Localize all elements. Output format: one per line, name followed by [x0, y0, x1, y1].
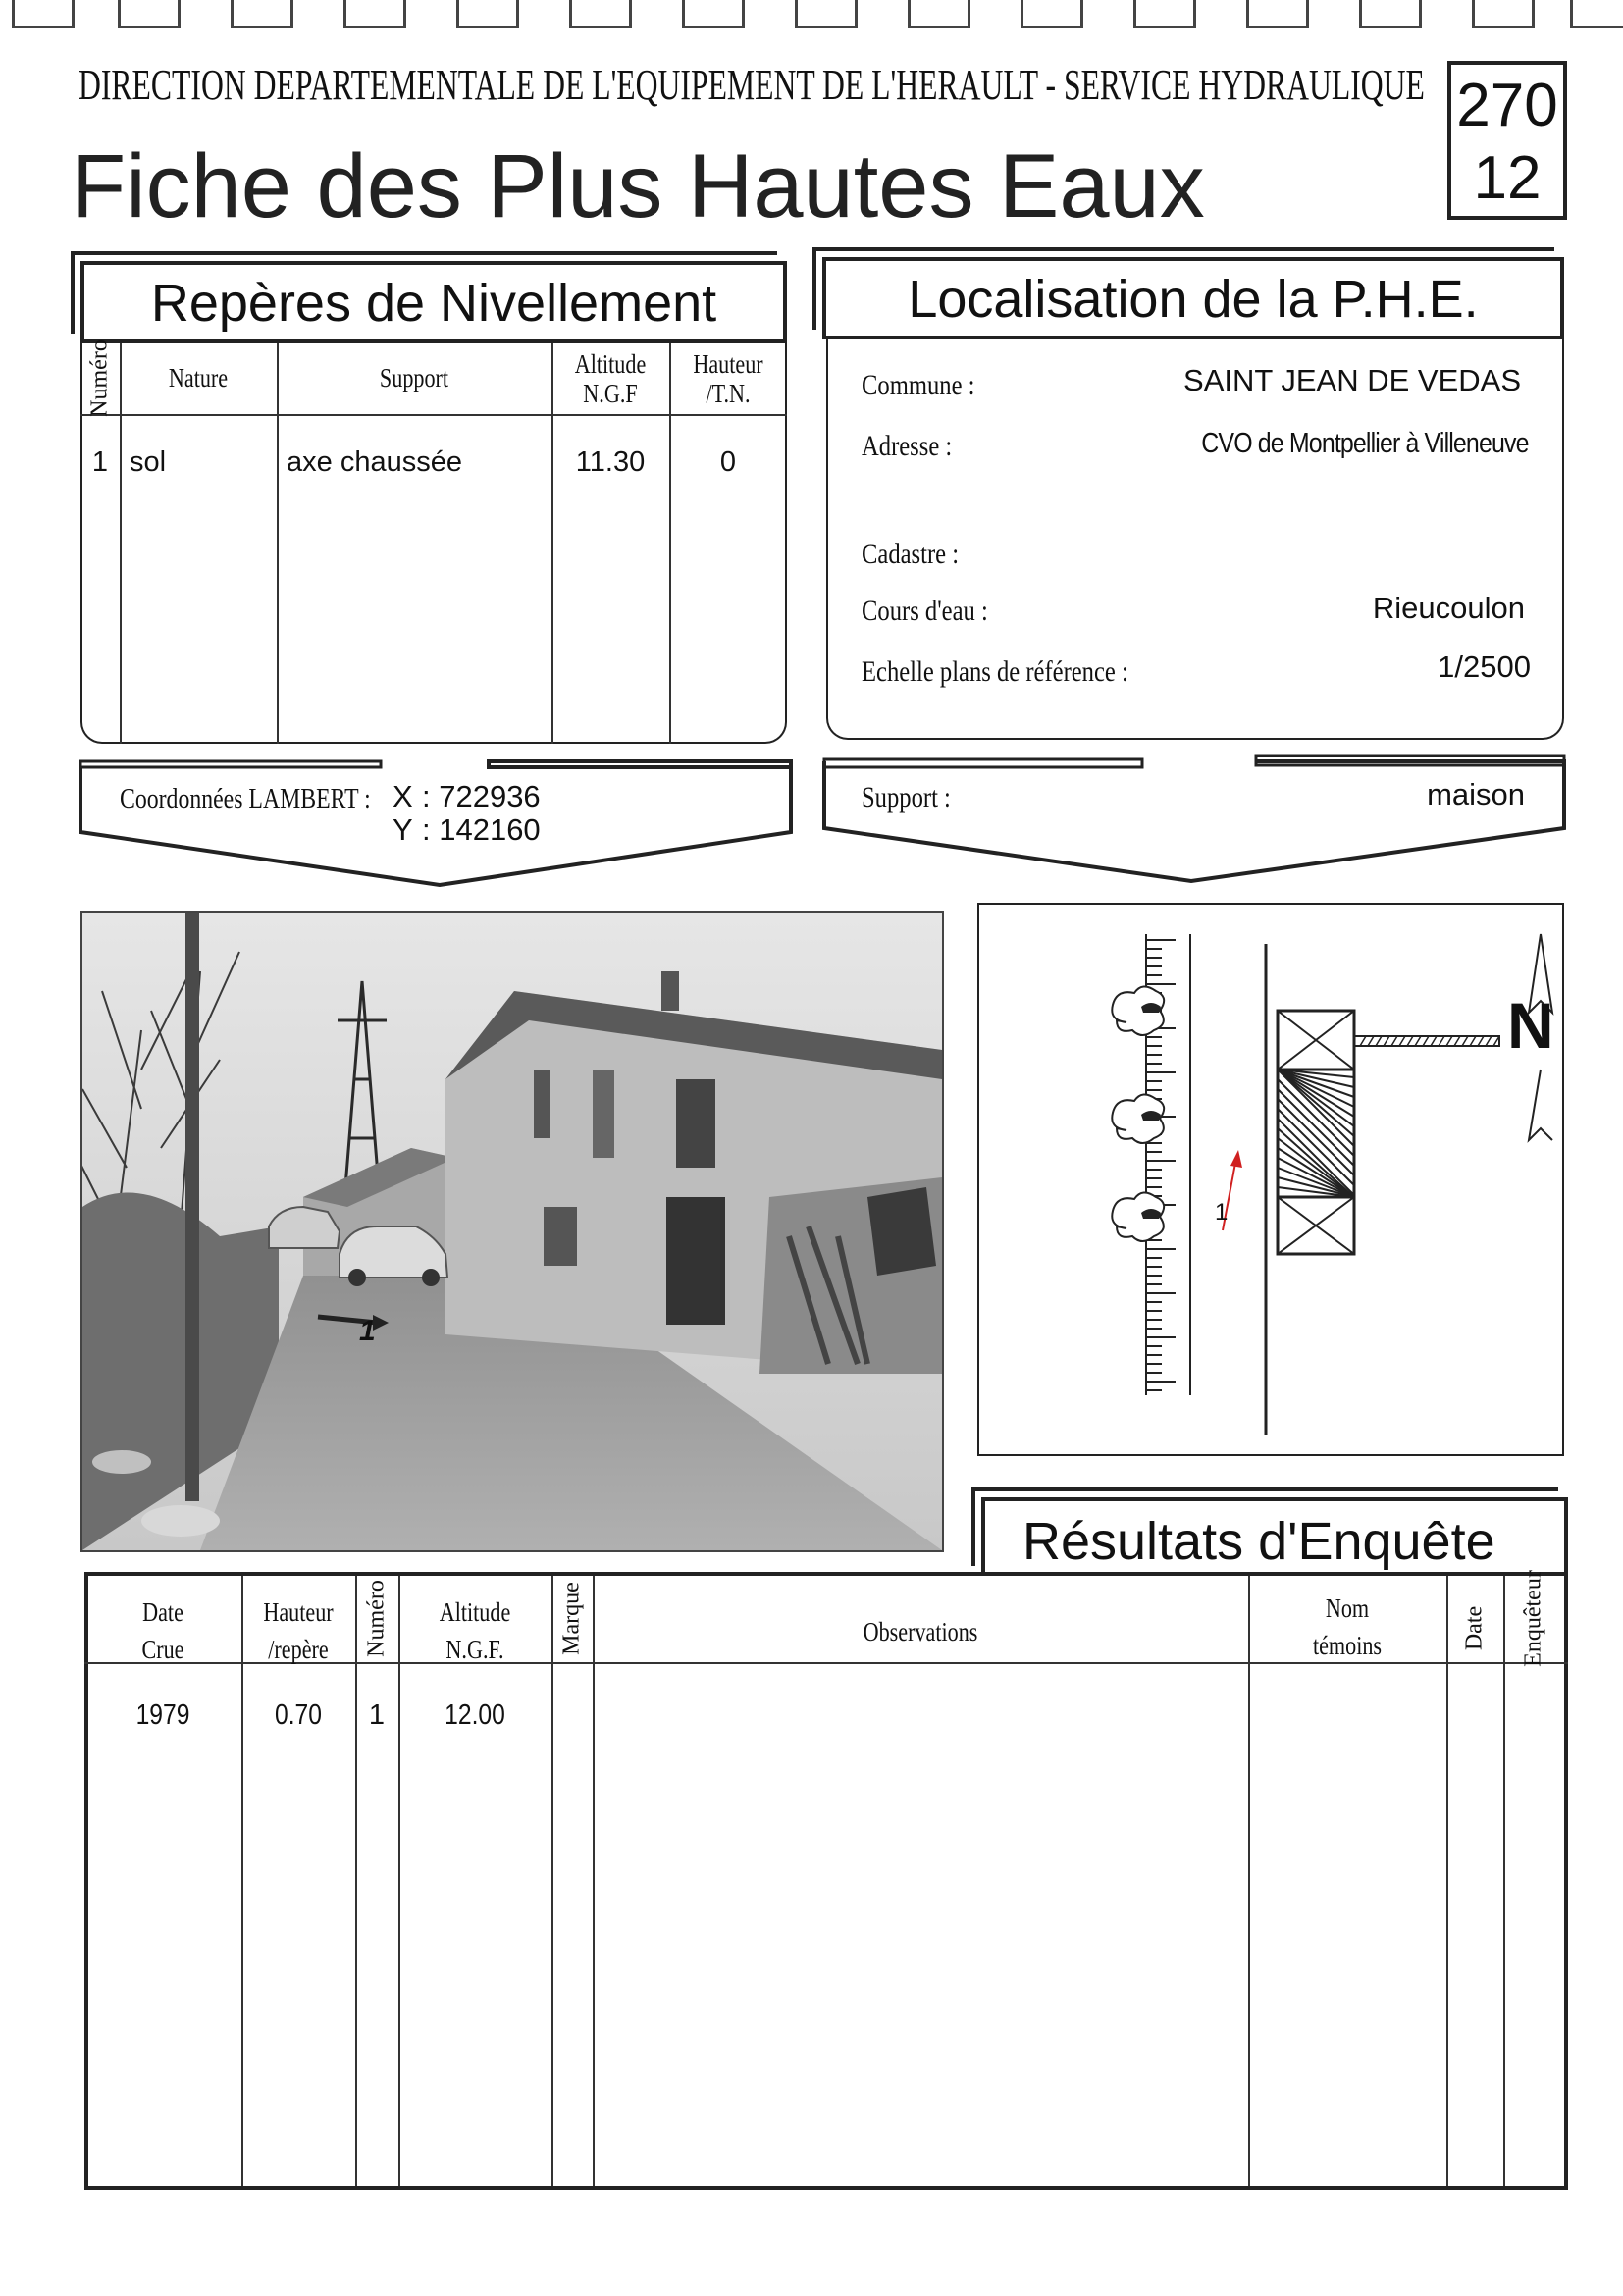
col-numero: Numéro: [86, 339, 113, 417]
location-plan: 1 N: [977, 903, 1564, 1456]
binder-tab: [1359, 0, 1422, 28]
col-support: Support: [379, 363, 449, 392]
binder-tab: [1021, 0, 1083, 28]
adresse-value: CVO de Montpellier à Villeneuve: [1201, 428, 1530, 459]
col-hauteur-unit: /T.N.: [706, 379, 751, 408]
binder-tab: [1246, 0, 1309, 28]
reperes-title: Repères de Nivellement: [150, 274, 717, 333]
support-arrow-box: [822, 754, 1566, 884]
repere-altitude: 11.30: [575, 446, 646, 478]
result-date: 1979: [135, 1699, 190, 1731]
support-label: Support :: [862, 781, 951, 813]
col-hauteur-repere-sub: /repère: [268, 1635, 329, 1664]
col-date-crue-sub: Crue: [141, 1635, 184, 1664]
col-date-enquete: Date: [1461, 1605, 1488, 1651]
result-altitude: 12.00: [445, 1699, 505, 1731]
repere-nature: sol: [130, 446, 167, 478]
plan-marker-label: 1: [1215, 1199, 1229, 1226]
site-photo: 1: [80, 911, 944, 1552]
photo-marker-label: 1: [359, 1315, 376, 1347]
lambert-x-label: X: [393, 779, 413, 813]
col-altitude-result: Altitude: [439, 1597, 511, 1627]
binder-tab: [231, 0, 293, 28]
result-numero: 1: [368, 1699, 386, 1731]
binder-tab: [682, 0, 745, 28]
lambert-y-value: : 142160: [422, 812, 541, 847]
binder-tab: [118, 0, 181, 28]
cadastre-label: Cadastre :: [862, 538, 960, 570]
reference-box: 270 12: [1447, 61, 1567, 220]
localisation-title: Localisation de la P.H.E.: [908, 270, 1479, 329]
col-date-crue: Date: [142, 1597, 183, 1627]
col-hauteur: Hauteur: [693, 349, 763, 379]
reference-top: 270: [1456, 72, 1558, 139]
north-label: N: [1507, 989, 1554, 1062]
col-nom-temoins-sub: témoins: [1312, 1631, 1383, 1660]
col-altitude-result-sub: N.G.F.: [445, 1635, 504, 1664]
resultats-table: [84, 1572, 1568, 2190]
repere-numero: 1: [91, 446, 109, 478]
binder-tab: [12, 0, 75, 28]
col-hauteur-repere: Hauteur: [263, 1597, 334, 1627]
echelle-value: 1/2500: [1438, 650, 1531, 684]
reference-bottom: 12: [1473, 144, 1542, 212]
col-enqueteur: Enquêteur: [1520, 1570, 1546, 1667]
commune-label: Commune :: [862, 369, 975, 401]
col-observations: Observations: [863, 1617, 978, 1646]
binder-tab: [908, 0, 970, 28]
col-altitude: Altitude: [574, 349, 647, 379]
agency-header: DIRECTION DEPARTEMENTALE DE L'EQUIPEMENT…: [79, 61, 1425, 109]
resultats-title-box: Résultats d'Enquête: [981, 1497, 1568, 1576]
repere-support: axe chaussée: [287, 446, 462, 478]
cours-eau-value: Rieucoulon: [1372, 591, 1525, 625]
page-title: Fiche des Plus Hautes Eaux: [71, 136, 1205, 236]
binder-tab: [456, 0, 519, 28]
col-marque: Marque: [558, 1582, 585, 1655]
reperes-title-box: Repères de Nivellement: [80, 261, 787, 343]
echelle-label: Echelle plans de référence :: [862, 655, 1128, 688]
resultats-title: Résultats d'Enquête: [1022, 1512, 1495, 1571]
cours-eau-label: Cours d'eau :: [862, 595, 988, 627]
lambert-x-value: : 722936: [422, 779, 541, 813]
lambert-y-label: Y: [393, 812, 413, 847]
lambert-arrow-box: [79, 759, 793, 888]
col-numero-result: Numéro: [363, 1580, 390, 1657]
result-hauteur: 0.70: [275, 1699, 322, 1731]
repere-hauteur: 0: [719, 446, 737, 478]
reperes-table: [80, 343, 787, 744]
binder-tab: [343, 0, 406, 28]
commune-value: SAINT JEAN DE VEDAS: [1183, 363, 1521, 397]
binder-tab: [1472, 0, 1535, 28]
col-nom-temoins: Nom: [1325, 1593, 1370, 1623]
localisation-panel: [826, 339, 1564, 740]
support-value: maison: [1427, 777, 1525, 811]
lambert-label: Coordonnées LAMBERT :: [120, 783, 371, 814]
col-nature: Nature: [168, 363, 229, 392]
binder-tab: [1133, 0, 1196, 28]
localisation-title-box: Localisation de la P.H.E.: [822, 257, 1564, 339]
binder-tab: [795, 0, 858, 28]
adresse-label: Adresse :: [862, 430, 953, 462]
binder-tab: [1570, 0, 1623, 28]
col-altitude-unit: N.G.F: [583, 379, 638, 408]
binder-tab: [569, 0, 632, 28]
